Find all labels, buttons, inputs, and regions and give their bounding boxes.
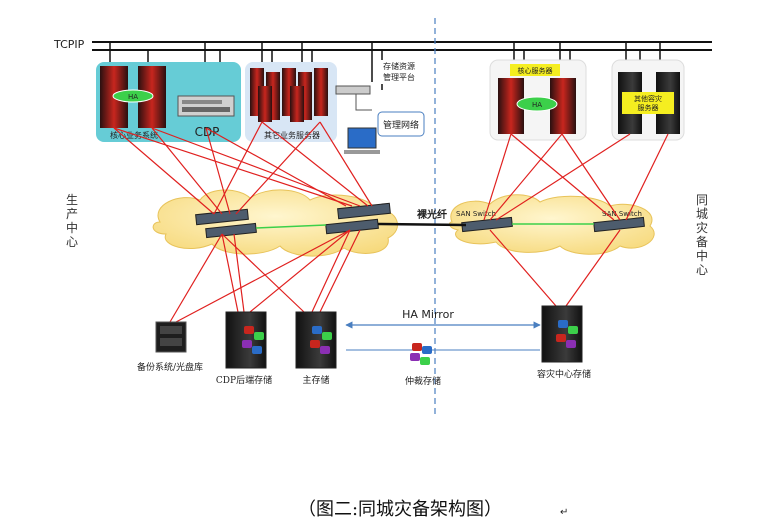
other-dr-label-line1: 其他容灾 xyxy=(634,94,662,103)
san-switch-left-label: SAN Switch xyxy=(456,210,496,218)
dr-switch-left xyxy=(461,216,513,233)
arbitration-label: 仲裁存储 xyxy=(405,375,441,387)
cdp-storage-label: CDP后端存储 xyxy=(216,374,272,386)
figure-caption: （图二:同城灾备架构图） xyxy=(298,499,502,520)
prod-switch-left xyxy=(195,208,249,226)
dr-lower-links xyxy=(489,229,621,307)
prod-switch-bottom-left xyxy=(205,222,257,239)
production-side-label-2: 中 xyxy=(66,220,78,235)
dr-side-label-2: 灾 xyxy=(696,220,708,235)
core-ha-badge: HA xyxy=(128,93,138,101)
dr-side-label-0: 同 xyxy=(696,193,708,207)
dr-side-label-3: 备 xyxy=(696,235,708,249)
dr-ha-badge: HA xyxy=(532,101,542,109)
main-storage-label: 主存储 xyxy=(302,374,329,386)
dr-upper-links xyxy=(483,133,669,221)
dr-core-servers: 核心服务器 HA xyxy=(489,59,587,141)
other-servers-label: 其它业务服务器 xyxy=(264,130,320,140)
main-storage: 主存储 xyxy=(295,311,337,386)
prod-green-link xyxy=(255,224,327,229)
dark-fiber-link xyxy=(377,222,467,227)
prod-switch-right xyxy=(337,202,391,220)
dr-side-label-5: 心 xyxy=(696,263,708,277)
other-dr-servers: 其他容灾 服务器 xyxy=(611,59,685,141)
arbitration-storage: 仲裁存储 xyxy=(405,343,441,387)
prod-switch-bottom-right xyxy=(325,218,379,235)
mgmt-network-label: 管理网络 xyxy=(383,119,419,131)
production-san-cloud xyxy=(152,189,398,257)
dr-side-label-4: 中 xyxy=(696,248,708,263)
tcpip-label: TCPIP xyxy=(53,38,85,51)
fiber-label: 裸光纤 xyxy=(417,208,447,221)
prod-lower-links xyxy=(169,229,361,323)
san-switch-right-label: SAN Switch xyxy=(602,210,642,218)
other-dr-label-line2: 服务器 xyxy=(638,103,659,112)
cdp-appliance: CDP xyxy=(177,95,235,139)
dr-center-storage: 容灾中心存储 xyxy=(537,305,591,380)
dr-switch-right xyxy=(593,216,645,233)
production-side-label-1: 产 xyxy=(66,207,78,221)
cdp-backend-storage: CDP后端存储 xyxy=(216,311,272,386)
dr-storage-label: 容灾中心存储 xyxy=(537,368,591,380)
backup-system: 备份系统/光盘库 xyxy=(137,321,203,373)
other-business-servers: 其它业务服务器 xyxy=(245,62,337,142)
management-workstation: 管理网络 xyxy=(344,94,425,154)
backup-label: 备份系统/光盘库 xyxy=(137,361,203,373)
production-side-label-3: 心 xyxy=(66,235,78,249)
prod-upper-links xyxy=(113,121,373,215)
storage-management-platform: 存储资源 管理平台 xyxy=(335,60,422,95)
storage-mgmt-label-line1: 存储资源 xyxy=(383,61,415,71)
dr-core-label: 核心服务器 xyxy=(518,66,553,75)
return-mark-icon: ↵ xyxy=(560,507,568,518)
dr-side-label-1: 城 xyxy=(696,207,708,221)
production-side-label-0: 生 xyxy=(66,193,78,207)
storage-mgmt-label-line2: 管理平台 xyxy=(383,72,415,82)
ha-mirror-label: HA Mirror xyxy=(402,308,454,321)
